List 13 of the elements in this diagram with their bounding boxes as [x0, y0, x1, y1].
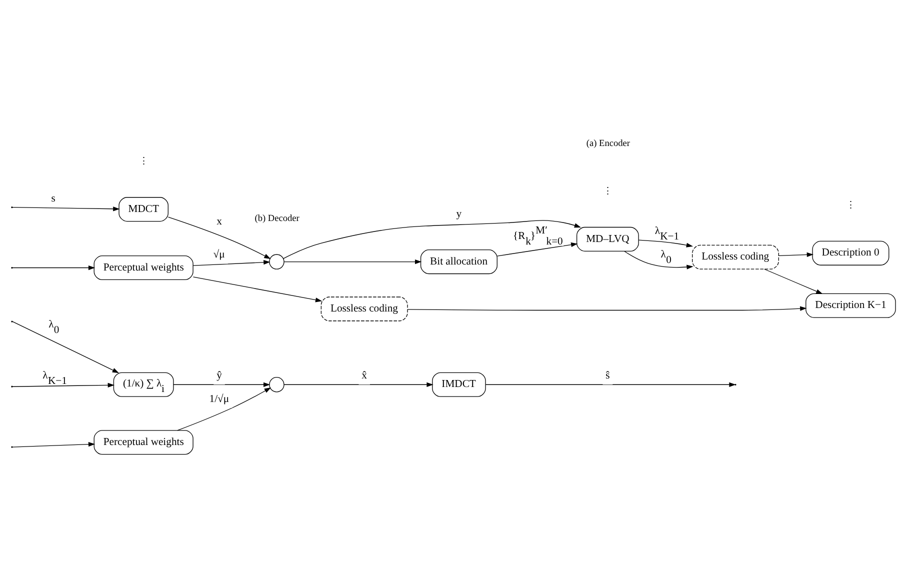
label: ⋮ — [603, 186, 612, 196]
edge-label: ŝ — [606, 370, 610, 382]
edge-label: 1/√μ — [209, 393, 230, 404]
edge-label: x — [216, 216, 222, 227]
label: (b) Decoder — [254, 214, 300, 224]
edge-label: √μ — [213, 249, 225, 260]
label: ⋮ — [846, 200, 856, 210]
label: (a) Encoder — [586, 138, 630, 149]
edge-label: x̂ — [362, 370, 367, 382]
edge-label: y — [456, 208, 462, 220]
label: ⋮ — [138, 156, 148, 166]
edge-label: s — [51, 192, 56, 204]
edge-label: ŷ — [216, 370, 222, 382]
